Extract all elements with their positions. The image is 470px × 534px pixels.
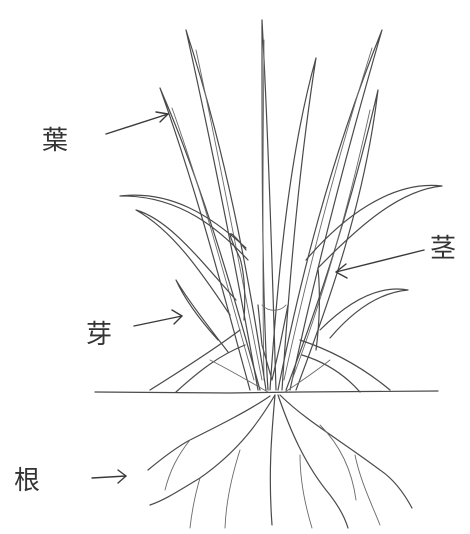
bud-label: 芽 (86, 322, 112, 348)
leaf-arrow (106, 112, 168, 134)
bud-arrow (134, 310, 182, 326)
roots (148, 395, 412, 528)
leaf-blades (120, 20, 442, 392)
stem-label: 茎 (430, 236, 456, 262)
root-arrow (92, 470, 126, 483)
root-label: 根 (14, 468, 40, 494)
leaf-label: 葉 (42, 128, 68, 154)
stem-arrow (336, 250, 424, 278)
